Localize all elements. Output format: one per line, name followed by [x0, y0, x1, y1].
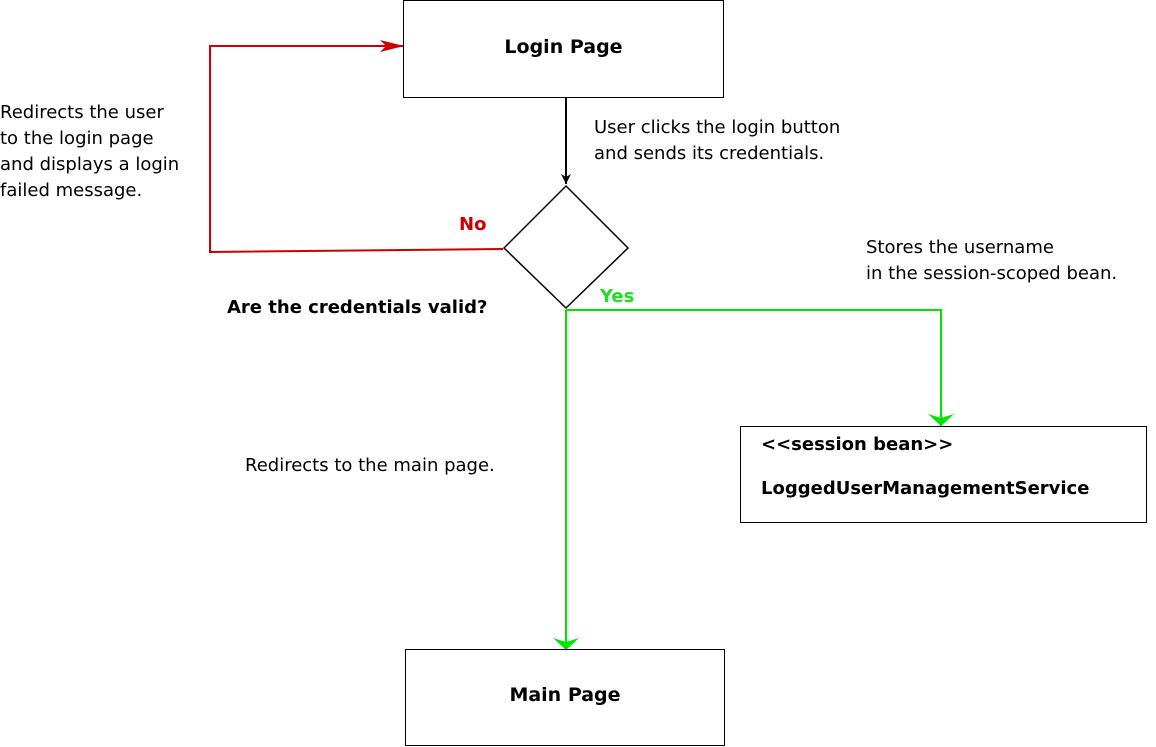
login-page-node: Login Page — [403, 0, 724, 98]
session-bean-node: <<session bean>> LoggedUserManagementSer… — [740, 426, 1147, 523]
session-bean-name: LoggedUserManagementService — [761, 478, 1090, 499]
no-description-label: Redirects the user to the login page and… — [0, 102, 180, 201]
edge-yes-to-bean — [566, 309, 954, 426]
edge-no — [209, 40, 504, 254]
yes-to-main-label: Redirects to the main page. — [245, 455, 495, 476]
login-to-decision-label: User clicks the login button and sends i… — [594, 117, 841, 164]
session-bean-stereotype: <<session bean>> — [761, 434, 954, 455]
login-page-title: Login Page — [504, 36, 623, 58]
yes-to-bean-label: Stores the username in the session-scope… — [866, 237, 1118, 284]
decision-diamond — [502, 184, 630, 310]
yes-label: Yes — [600, 286, 635, 307]
main-page-title: Main Page — [509, 684, 621, 706]
decision-label: Are the credentials valid? — [227, 297, 488, 318]
main-page-node: Main Page — [405, 649, 725, 746]
no-label: No — [459, 214, 487, 235]
